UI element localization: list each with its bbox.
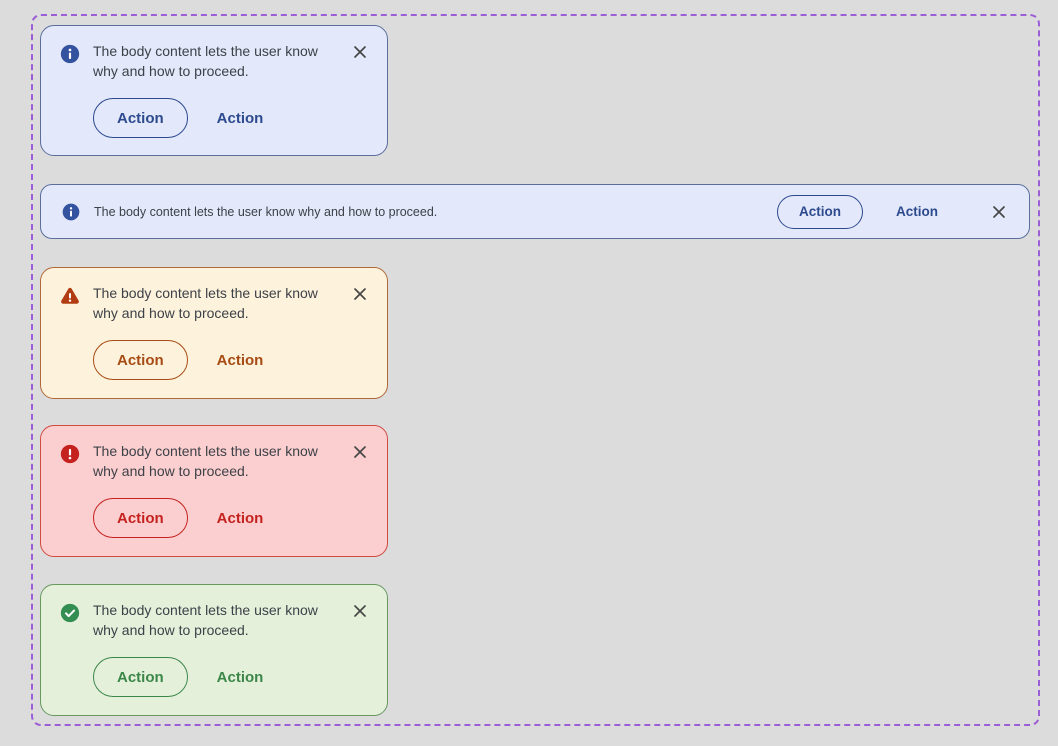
secondary-action-button[interactable]: Action <box>216 509 264 527</box>
secondary-action-button[interactable]: Action <box>216 668 264 686</box>
close-icon <box>354 288 366 300</box>
info-icon <box>61 202 81 222</box>
secondary-action-button[interactable]: Action <box>896 204 938 219</box>
info-icon <box>59 43 81 65</box>
secondary-action-button[interactable]: Action <box>216 109 264 127</box>
alert-body-text: The body content lets the user know why … <box>93 602 318 638</box>
success-alert-card: The body content lets the user know why … <box>40 584 388 716</box>
primary-action-button[interactable]: Action <box>93 98 188 138</box>
close-button[interactable] <box>350 442 370 462</box>
alert-body-text: The body content lets the user know why … <box>93 43 318 79</box>
close-icon <box>354 446 366 458</box>
success-icon <box>59 602 81 624</box>
close-icon <box>354 605 366 617</box>
warning-alert-card: The body content lets the user know why … <box>40 267 388 399</box>
info-alert-banner: The body content lets the user know why … <box>40 184 1030 239</box>
close-icon <box>354 46 366 58</box>
error-alert-card: The body content lets the user know why … <box>40 425 388 557</box>
primary-action-button[interactable]: Action <box>93 657 188 697</box>
primary-action-button[interactable]: Action <box>777 194 863 229</box>
component-frame <box>31 14 1040 726</box>
info-alert-card: The body content lets the user know why … <box>40 25 388 156</box>
warning-icon <box>59 285 81 307</box>
error-icon <box>59 443 81 465</box>
close-button[interactable] <box>989 202 1009 222</box>
secondary-action-button[interactable]: Action <box>216 351 264 369</box>
close-button[interactable] <box>350 42 370 62</box>
primary-action-button[interactable]: Action <box>93 340 188 380</box>
close-icon <box>993 205 1005 218</box>
alert-body-text: The body content lets the user know why … <box>93 285 318 321</box>
primary-action-button[interactable]: Action <box>93 498 188 538</box>
alert-body-text: The body content lets the user know why … <box>93 443 318 479</box>
alert-body-text: The body content lets the user know why … <box>94 204 438 219</box>
close-button[interactable] <box>350 601 370 621</box>
close-button[interactable] <box>350 284 370 304</box>
